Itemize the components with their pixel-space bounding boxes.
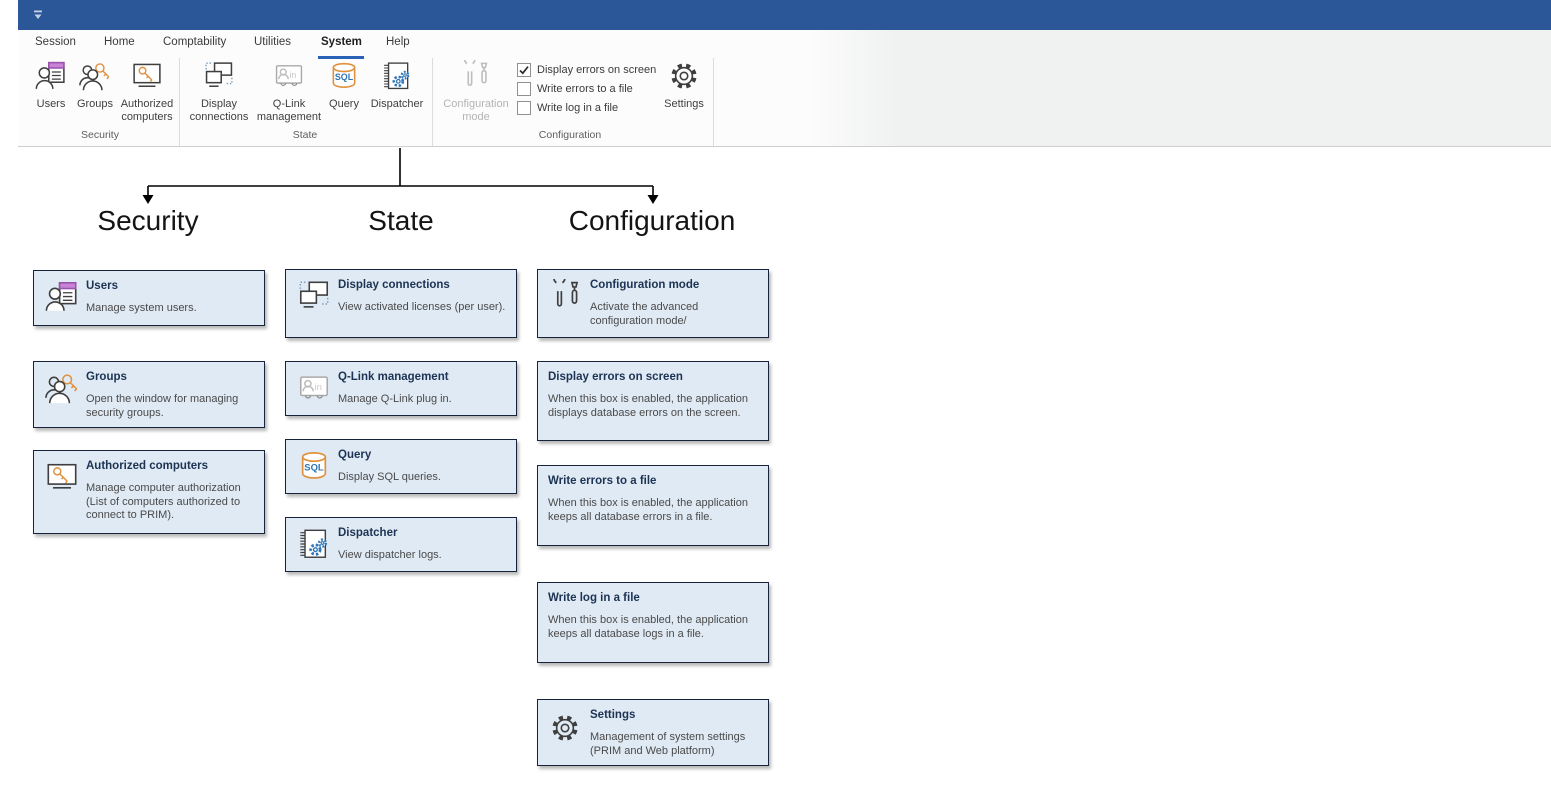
ribbon-button-qlink-management-label: Q-Link management [256, 98, 322, 123]
card-title: Authorized computers [86, 460, 209, 472]
card-desc: When this box is enabled, the applicatio… [548, 393, 748, 419]
card-write-log-in-file[interactable]: Write log in a file When this box is ena… [537, 582, 769, 663]
ribbon-button-users-label: Users [36, 98, 66, 110]
card-settings[interactable]: Settings Management of system settings (… [537, 699, 769, 766]
ribbon-group-label-security: Security [81, 129, 119, 141]
tab-session[interactable]: Session [35, 36, 76, 48]
write-errors-checkbox[interactable] [517, 82, 531, 96]
card-desc: Display SQL queries. [338, 471, 441, 483]
check-icon [519, 66, 529, 75]
card-title: Q-Link management [338, 371, 449, 383]
query-icon [297, 449, 331, 488]
card-title: Configuration mode [590, 279, 700, 291]
dispatcher-icon [297, 527, 331, 566]
ribbon-button-dispatcher-label: Dispatcher [370, 98, 424, 110]
ribbon-button-settings-label: Settings [664, 98, 704, 110]
card-title: Display connections [338, 279, 450, 291]
checkbox-label: Display errors on screen [537, 64, 657, 76]
card-desc: When this box is enabled, the applicatio… [548, 614, 748, 640]
card-configuration-mode[interactable]: Configuration mode Activate the advanced… [537, 269, 769, 338]
ribbon-button-groups[interactable]: Groups [74, 60, 116, 111]
column-header-state: State [368, 205, 434, 236]
card-title: Query [338, 449, 372, 461]
column-header-configuration: Configuration [568, 205, 736, 236]
column-header-security: Security [97, 205, 199, 236]
card-desc: Open the window for managing security gr… [86, 393, 239, 419]
group-separator [713, 58, 714, 146]
ribbon-button-authorized-computers-label: Authorized computers [120, 98, 174, 123]
ribbon-button-qlink-management[interactable]: Q-Link management [256, 60, 322, 124]
card-desc: Manage system users. [86, 302, 197, 314]
active-tab-underline [318, 56, 364, 59]
card-desc: Manage Q-Link plug in. [338, 393, 452, 405]
card-query[interactable]: Query Display SQL queries. [285, 439, 517, 494]
tab-home[interactable]: Home [104, 36, 135, 48]
connector-arrows [142, 148, 659, 204]
card-title: Display errors on screen [548, 371, 683, 383]
tab-comptability[interactable]: Comptability [163, 36, 227, 48]
card-users[interactable]: Users Manage system users. [33, 270, 265, 326]
card-desc: Manage computer authorization (List of c… [86, 482, 241, 521]
display-connections-icon [297, 279, 331, 318]
card-desc: Management of system settings (PRIM and … [590, 731, 746, 757]
ribbon-group-label-configuration: Configuration [538, 129, 602, 141]
card-display-connections[interactable]: Display connections View activated licen… [285, 269, 517, 338]
ribbon-button-display-connections-label: Display connections [189, 98, 249, 123]
tab-help[interactable]: Help [386, 36, 410, 48]
ribbon-button-query-label: Query [329, 98, 359, 110]
checkbox-row-write-errors[interactable]: Write errors to a file [517, 82, 633, 96]
users-icon [45, 280, 79, 319]
ribbon-group-label-state: State [292, 129, 318, 141]
checkbox-label: Write errors to a file [537, 83, 633, 95]
tab-system[interactable]: System [321, 36, 362, 48]
card-title: Write log in a file [548, 592, 640, 604]
group-separator [432, 58, 433, 146]
configuration-mode-icon [549, 279, 583, 318]
groups-icon [45, 371, 79, 410]
ribbon-button-dispatcher[interactable]: Dispatcher [366, 60, 428, 111]
ribbon-button-settings[interactable]: Settings [656, 60, 712, 111]
group-separator [179, 58, 180, 146]
card-groups[interactable]: Groups Open the window for managing secu… [33, 361, 265, 428]
checkbox-row-write-log[interactable]: Write log in a file [517, 101, 618, 115]
ribbon: Session Home Comptability Utilities Syst… [18, 30, 1551, 147]
ribbon-button-display-connections[interactable]: Display connections [186, 60, 252, 124]
card-title: Groups [86, 371, 127, 383]
checkbox-label: Write log in a file [537, 102, 619, 114]
write-log-checkbox[interactable] [517, 101, 531, 115]
ribbon-button-query[interactable]: Query [324, 60, 364, 111]
card-desc: View dispatcher logs. [338, 549, 442, 561]
ribbon-button-configuration-mode-label: Configuration mode [443, 98, 509, 123]
ribbon-button-groups-label: Groups [76, 98, 114, 110]
card-title: Settings [590, 709, 636, 721]
card-authorized-computers[interactable]: Authorized computers Manage computer aut… [33, 450, 265, 534]
checkbox-row-display-errors[interactable]: Display errors on screen [517, 63, 656, 77]
ribbon-button-configuration-mode[interactable]: Configuration mode [438, 60, 514, 124]
tab-utilities[interactable]: Utilities [254, 36, 292, 48]
ribbon-button-authorized-computers[interactable]: Authorized computers [118, 60, 176, 124]
card-write-errors-to-file[interactable]: Write errors to a file When this box is … [537, 465, 769, 546]
quick-access-toolbar-icon[interactable] [32, 9, 44, 21]
card-display-errors-on-screen[interactable]: Display errors on screen When this box i… [537, 361, 769, 441]
card-title: Dispatcher [338, 527, 398, 539]
card-title: Write errors to a file [548, 475, 657, 487]
qlink-icon [297, 371, 331, 410]
card-desc: When this box is enabled, the applicatio… [548, 497, 748, 523]
authorized-computers-icon [45, 460, 79, 499]
card-desc: Activate the advanced configuration mode… [590, 301, 699, 327]
ribbon-button-users[interactable]: Users [30, 60, 72, 111]
card-qlink-management[interactable]: Q-Link management Manage Q-Link plug in. [285, 361, 517, 416]
card-desc: View activated licenses (per user). [338, 301, 506, 313]
display-errors-checkbox[interactable] [517, 63, 531, 77]
card-title: Users [86, 280, 118, 292]
settings-icon [549, 712, 581, 749]
title-bar [18, 0, 1551, 30]
card-dispatcher[interactable]: Dispatcher View dispatcher logs. [285, 517, 517, 572]
